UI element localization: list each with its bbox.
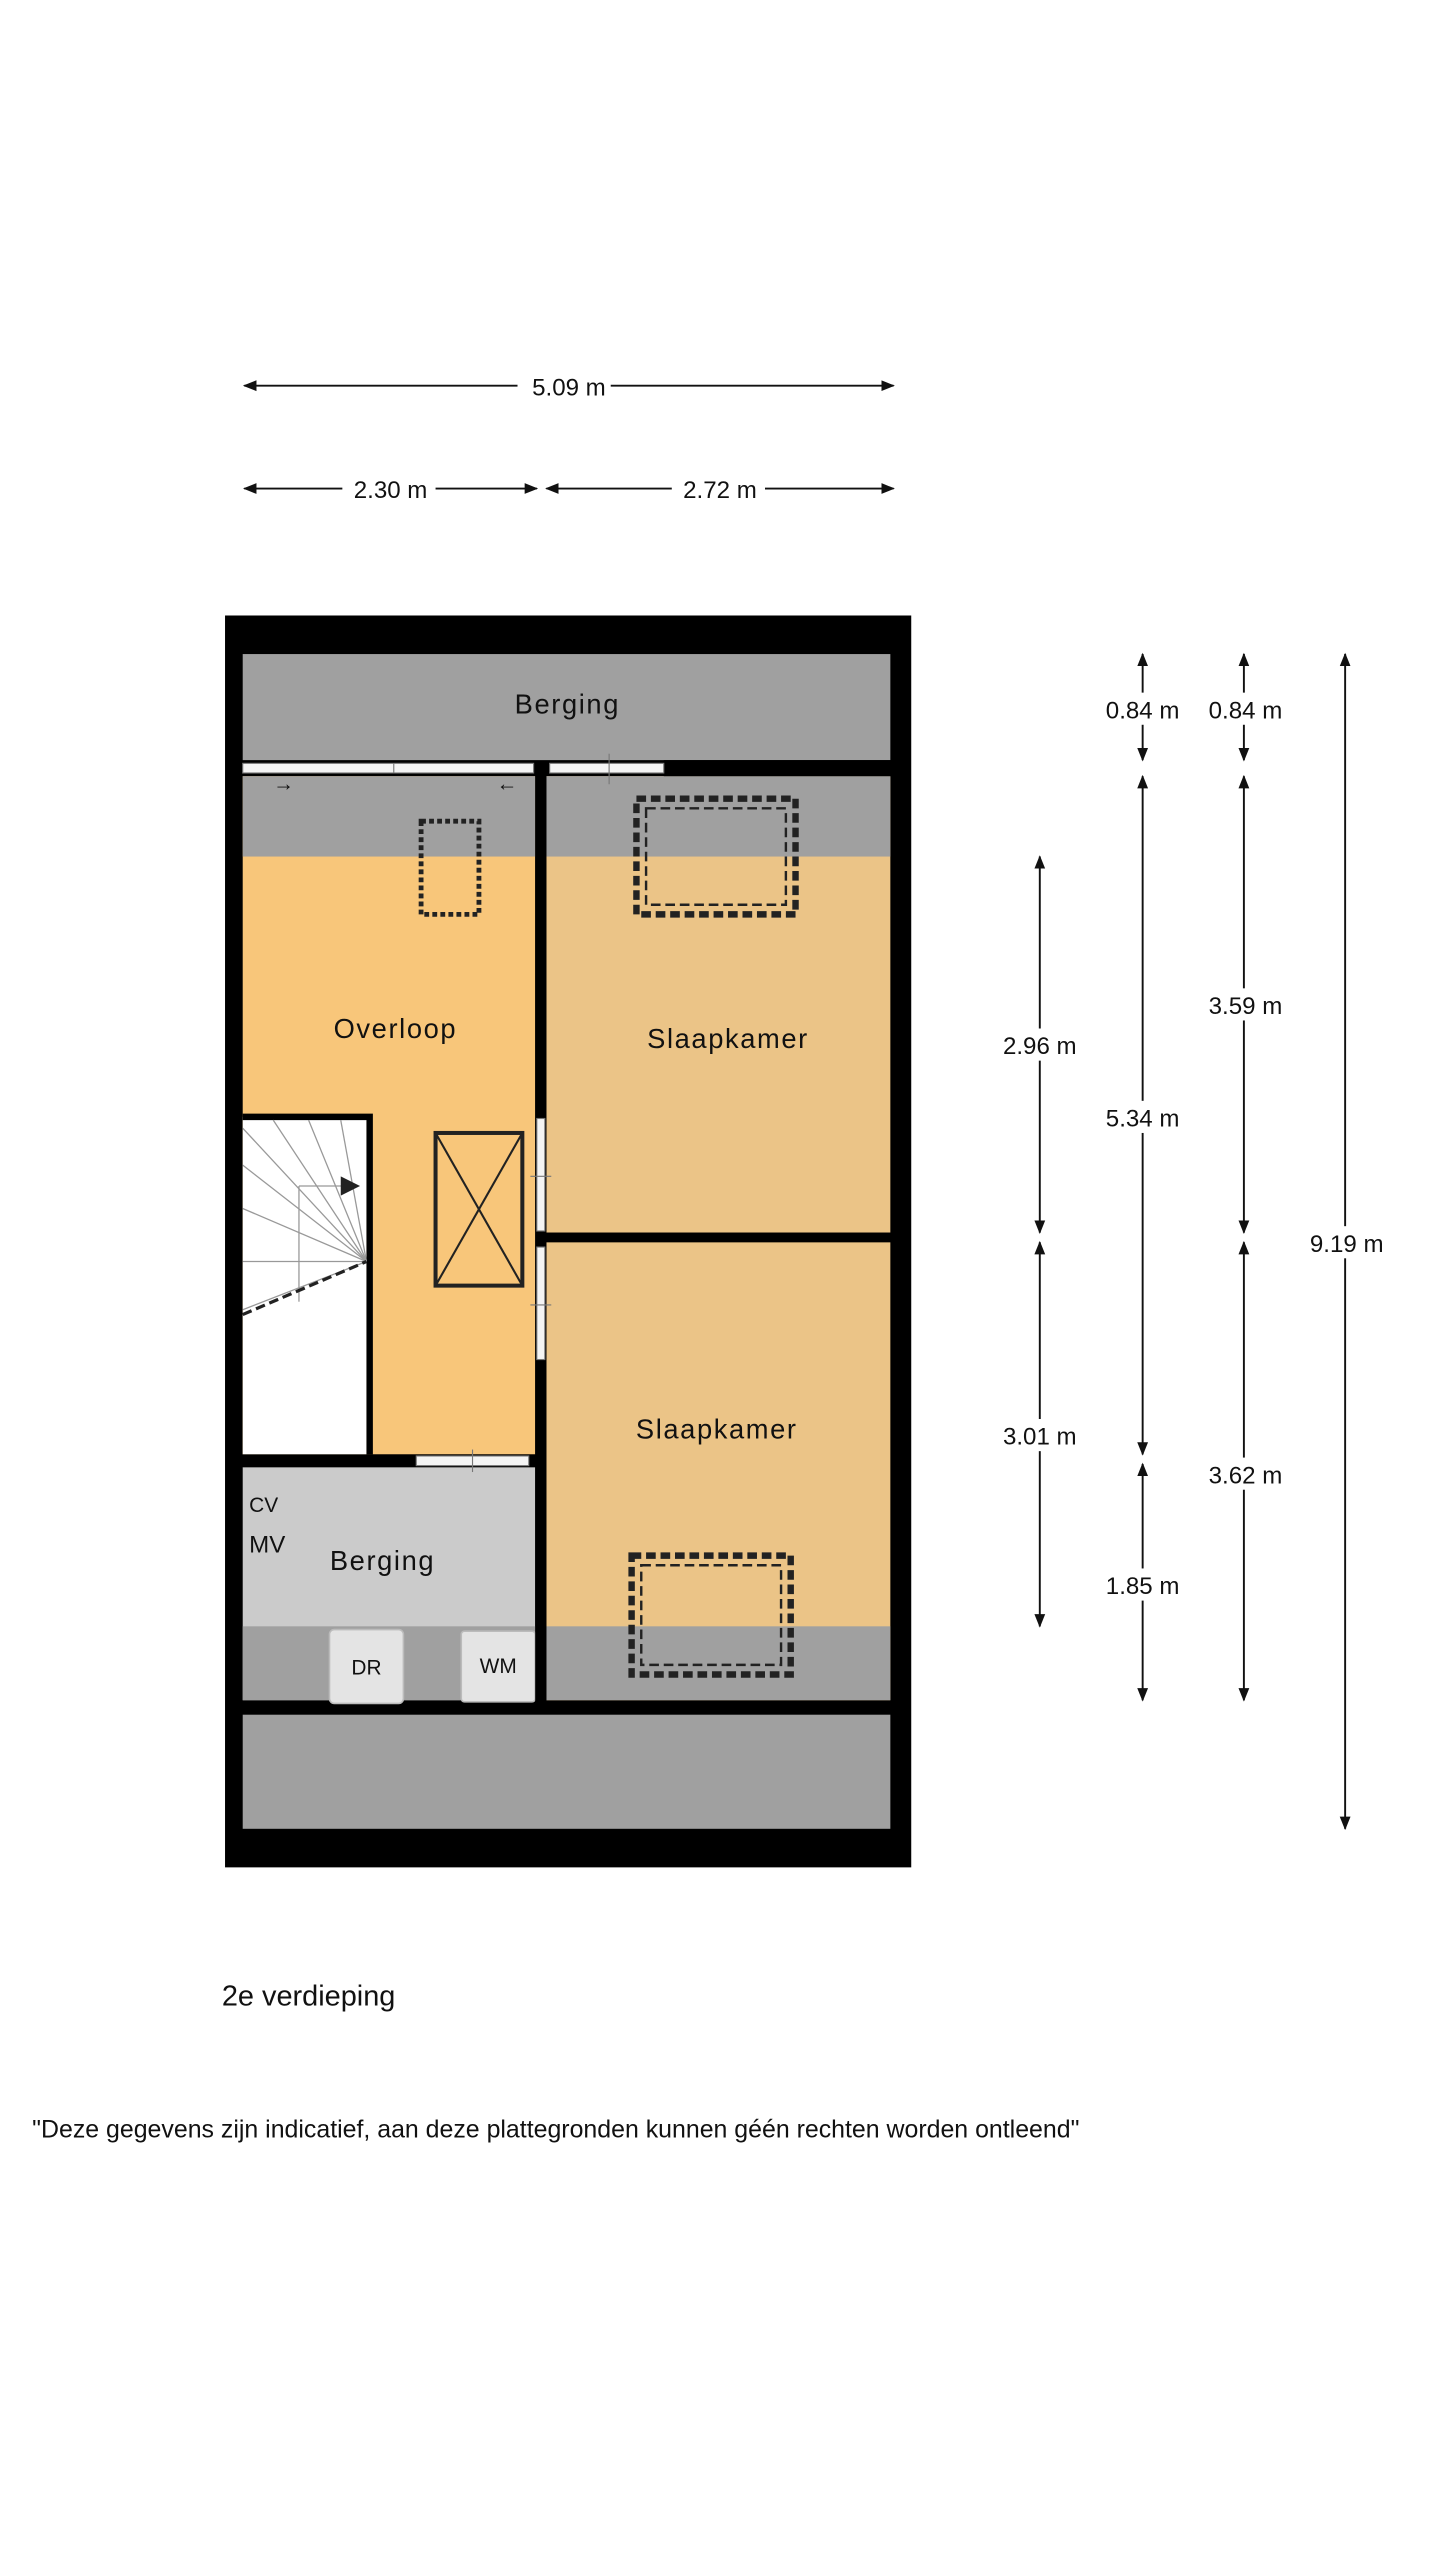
dimension-label: 3.59 m xyxy=(1209,993,1283,1020)
dimension-3-01: 3.01 m xyxy=(996,1240,1084,1628)
room-bottom-storage xyxy=(242,1714,891,1829)
mv-label: MV xyxy=(249,1531,285,1558)
room-slaapkamer-2 xyxy=(546,1242,891,1701)
dimension-width-left: 2.30 m xyxy=(242,472,539,505)
disclaimer: "Deze gegevens zijn indicatief, aan deze… xyxy=(32,2115,1079,2143)
dimension-label: 2.96 m xyxy=(1003,1033,1077,1060)
dimension-0-84-a: 0.84 m xyxy=(1099,652,1187,762)
dimension-label: 0.84 m xyxy=(1209,697,1283,724)
skylight xyxy=(628,1552,794,1678)
floor-name: 2e verdieping xyxy=(222,1981,396,2013)
room-berging-top xyxy=(242,654,891,761)
dimension-2-96: 2.96 m xyxy=(996,855,1084,1234)
dimension-label: 0.84 m xyxy=(1106,697,1180,724)
dimension-5-34: 5.34 m xyxy=(1099,774,1187,1456)
washing-machine: WM xyxy=(460,1630,536,1703)
arrow-left-icon: ← xyxy=(497,773,518,796)
room-label: Berging xyxy=(515,689,620,720)
room-label: Slaapkamer xyxy=(647,1023,809,1054)
doors xyxy=(242,753,665,1473)
dimension-total-width: 5.09 m xyxy=(242,369,895,402)
skylight xyxy=(633,795,799,918)
dimension-label: 5.34 m xyxy=(1106,1106,1180,1133)
room-label: Slaapkamer xyxy=(636,1413,798,1444)
arrow-right-icon: → xyxy=(273,773,294,796)
washer-label: WM xyxy=(480,1655,517,1678)
dimension-0-84-b: 0.84 m xyxy=(1200,652,1288,762)
staircase xyxy=(242,1113,373,1455)
dryer: DR xyxy=(328,1628,405,1705)
dimension-label: 2.72 m xyxy=(683,477,757,504)
dryer-label: DR xyxy=(351,1657,381,1680)
dimension-1-85: 1.85 m xyxy=(1099,1462,1187,1702)
cv-label: CV xyxy=(249,1494,278,1517)
room-label: Berging xyxy=(330,1545,435,1576)
room-label: Overloop xyxy=(334,1013,458,1044)
dimension-label: 3.62 m xyxy=(1209,1462,1283,1489)
dimension-label: 2.30 m xyxy=(354,477,428,504)
dimension-label: 3.01 m xyxy=(1003,1424,1077,1451)
dimension-width-right: 2.72 m xyxy=(545,472,895,505)
dimension-9-19: 9.19 m xyxy=(1301,652,1389,1831)
attic-hatch xyxy=(433,1130,525,1288)
dimension-label: 9.19 m xyxy=(1310,1231,1384,1258)
dimension-label: 5.09 m xyxy=(532,374,606,401)
skylight xyxy=(418,818,482,917)
dimension-label: 1.85 m xyxy=(1106,1573,1180,1600)
dimension-3-62: 3.62 m xyxy=(1200,1240,1288,1702)
dimension-3-59: 3.59 m xyxy=(1200,774,1288,1234)
